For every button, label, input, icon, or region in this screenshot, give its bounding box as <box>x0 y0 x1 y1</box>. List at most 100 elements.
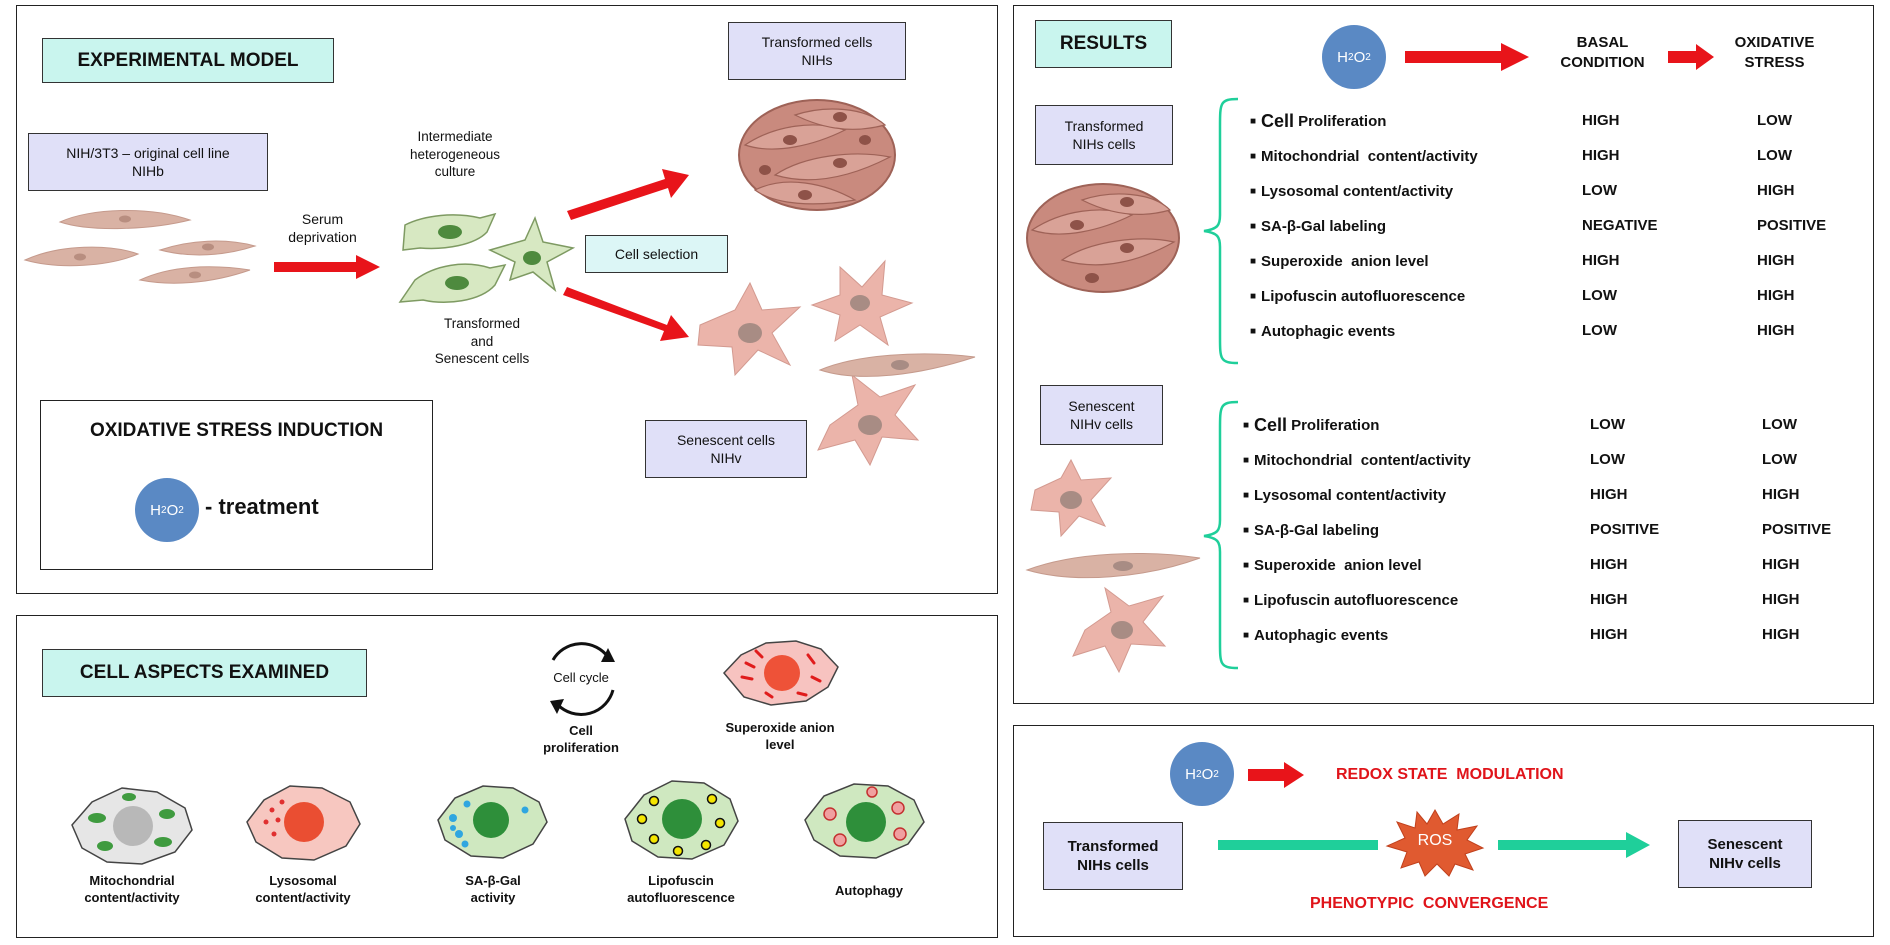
transformed-cells-label: Transformed cells NIHs <box>728 22 906 80</box>
sa-beta-gal-cell-icon <box>437 785 548 859</box>
group-senescent-label: Senescent NIHv cells <box>1040 385 1163 445</box>
sa-beta-gal-caption: SA-β-Gal activity <box>465 873 521 905</box>
row-label-emphasis: Cell <box>1254 414 1288 435</box>
result-row: ■ Mitochondrial content/activity <box>1243 449 1471 471</box>
ros-burst-icon <box>1385 808 1485 877</box>
senescent-cells-illustration <box>697 259 976 467</box>
bullet-icon: ■ <box>1243 454 1250 466</box>
basal-condition-header: BASAL CONDITION <box>1560 34 1645 72</box>
result-row: ■ Lysosomal content/activity <box>1250 180 1453 202</box>
oxidative-value: HIGH <box>1762 486 1800 503</box>
row-label: Lysosomal content/activity <box>1254 486 1447 504</box>
bullet-icon: ■ <box>1250 255 1257 267</box>
row-label-emphasis: Cell <box>1261 110 1295 131</box>
bullet-icon: ■ <box>1250 290 1257 302</box>
autophagy-cell-icon <box>804 783 925 859</box>
oxidative-value: HIGH <box>1762 626 1800 643</box>
results-arrow-1 <box>1405 43 1529 71</box>
basal-value: HIGH <box>1590 626 1628 643</box>
result-row: ■ Mitochondrial content/activity <box>1250 145 1478 167</box>
row-label: Proliferation <box>1298 112 1387 130</box>
result-row: ■ Lipofuscin autofluorescence <box>1243 589 1458 611</box>
oxidative-value: LOW <box>1762 416 1797 433</box>
basal-value: LOW <box>1582 322 1617 339</box>
cell-selection-label: Cell selection <box>585 235 728 273</box>
bullet-icon: ■ <box>1250 150 1257 162</box>
group-transformed-cells <box>1026 183 1180 293</box>
lipofuscin-caption: Lipofuscin autofluorescence <box>627 873 735 905</box>
intermediate-cells-illustration <box>398 212 576 303</box>
group-transformed-bracket <box>1203 97 1239 365</box>
group-senescent-cells <box>1025 458 1201 674</box>
result-row: ■Autophagic events <box>1250 320 1395 342</box>
autophagy-caption: Autophagy <box>835 883 903 898</box>
superoxide-cell-icon <box>722 640 839 706</box>
cell-cycle-text: Cell cycle <box>553 670 609 685</box>
summary-transformed-label: Transformed NIHs cells <box>1043 822 1183 890</box>
bullet-icon: ■ <box>1243 594 1250 606</box>
result-row: ■ Superoxide anion level <box>1250 250 1429 272</box>
arrow-serum <box>274 255 380 279</box>
transformed-cell-cluster <box>738 99 896 211</box>
row-label: Lipofuscin autofluorescence <box>1254 591 1459 609</box>
summary-green-arrow <box>1218 832 1650 858</box>
cell-cycle-icon <box>550 642 615 716</box>
oxidative-stress-header: OXIDATIVE STRESS <box>1734 34 1815 72</box>
bullet-icon: ■ <box>1250 185 1257 197</box>
result-row: ■ Autophagic events <box>1243 624 1388 646</box>
oxidative-value: LOW <box>1757 147 1792 164</box>
basal-value: HIGH <box>1590 486 1628 503</box>
oxidative-value: HIGH <box>1757 252 1795 269</box>
bullet-icon: ■ <box>1250 115 1257 127</box>
results-arrow-2 <box>1668 44 1714 70</box>
original-cell-line-label: NIH/3T3 – original cell line NIHb <box>28 133 268 191</box>
basal-value: LOW <box>1590 451 1625 468</box>
bullet-icon: ■ <box>1250 220 1257 232</box>
row-label: Mitochondrial content/activity <box>1261 147 1478 165</box>
transformed-senescent-text: Transformed and Senescent cells <box>434 316 530 367</box>
basal-value: HIGH <box>1590 591 1628 608</box>
mitochondrial-caption: Mitochondrial content/activity <box>84 873 180 905</box>
bullet-icon: ■ <box>1250 325 1257 337</box>
lysosomal-cell-icon <box>246 785 361 861</box>
bullet-icon: ■ <box>1243 629 1250 641</box>
basal-value: LOW <box>1582 287 1617 304</box>
spindle-cell <box>23 210 257 284</box>
cell-proliferation-caption: Cell proliferation <box>543 723 619 755</box>
oxidative-stress-title: OXIDATIVE STRESS INDUCTION <box>89 420 384 441</box>
oxidative-stress-box <box>40 400 433 570</box>
group-transformed-label: Transformed NIHs cells <box>1035 105 1173 165</box>
oxidative-value: HIGH <box>1762 591 1800 608</box>
result-row: ■ Lysosomal content/activity <box>1243 484 1446 506</box>
basal-value: NEGATIVE <box>1582 217 1658 234</box>
oxidative-value: LOW <box>1762 451 1797 468</box>
superoxide-caption: Superoxide anion level <box>725 720 835 752</box>
redox-modulation-text: REDOX STATE MODULATION <box>1336 766 1564 783</box>
mitochondrial-cell-icon <box>71 787 193 865</box>
row-label: SA-β-Gal labeling <box>1254 521 1380 539</box>
row-label: Lysosomal content/activity <box>1261 182 1454 200</box>
result-row: ■Lipofuscin autofluorescence <box>1250 285 1465 307</box>
result-row: ■SA-β-Gal labeling <box>1243 519 1379 541</box>
row-label: Superoxide anion level <box>1261 252 1429 270</box>
results-title: RESULTS <box>1035 20 1172 68</box>
bullet-icon: ■ <box>1243 419 1250 431</box>
senescent-cells-label: Senescent cells NIHv <box>645 420 807 478</box>
cell-aspects-title: CELL ASPECTS EXAMINED <box>42 649 367 697</box>
row-label: Mitochondrial content/activity <box>1254 451 1471 469</box>
treatment-text: - treatment <box>205 494 319 519</box>
row-label: Superoxide anion level <box>1254 556 1422 574</box>
group-senescent-bracket <box>1203 400 1239 670</box>
basal-value: POSITIVE <box>1590 521 1660 538</box>
oxidative-value: HIGH <box>1757 182 1795 199</box>
oxidative-value: POSITIVE <box>1757 217 1827 234</box>
summary-red-arrow <box>1248 762 1304 788</box>
bullet-icon: ■ <box>1243 489 1250 501</box>
oxidative-value: HIGH <box>1757 322 1795 339</box>
row-label: Autophagic events <box>1254 626 1389 644</box>
basal-value: HIGH <box>1590 556 1628 573</box>
bullet-icon: ■ <box>1243 559 1250 571</box>
